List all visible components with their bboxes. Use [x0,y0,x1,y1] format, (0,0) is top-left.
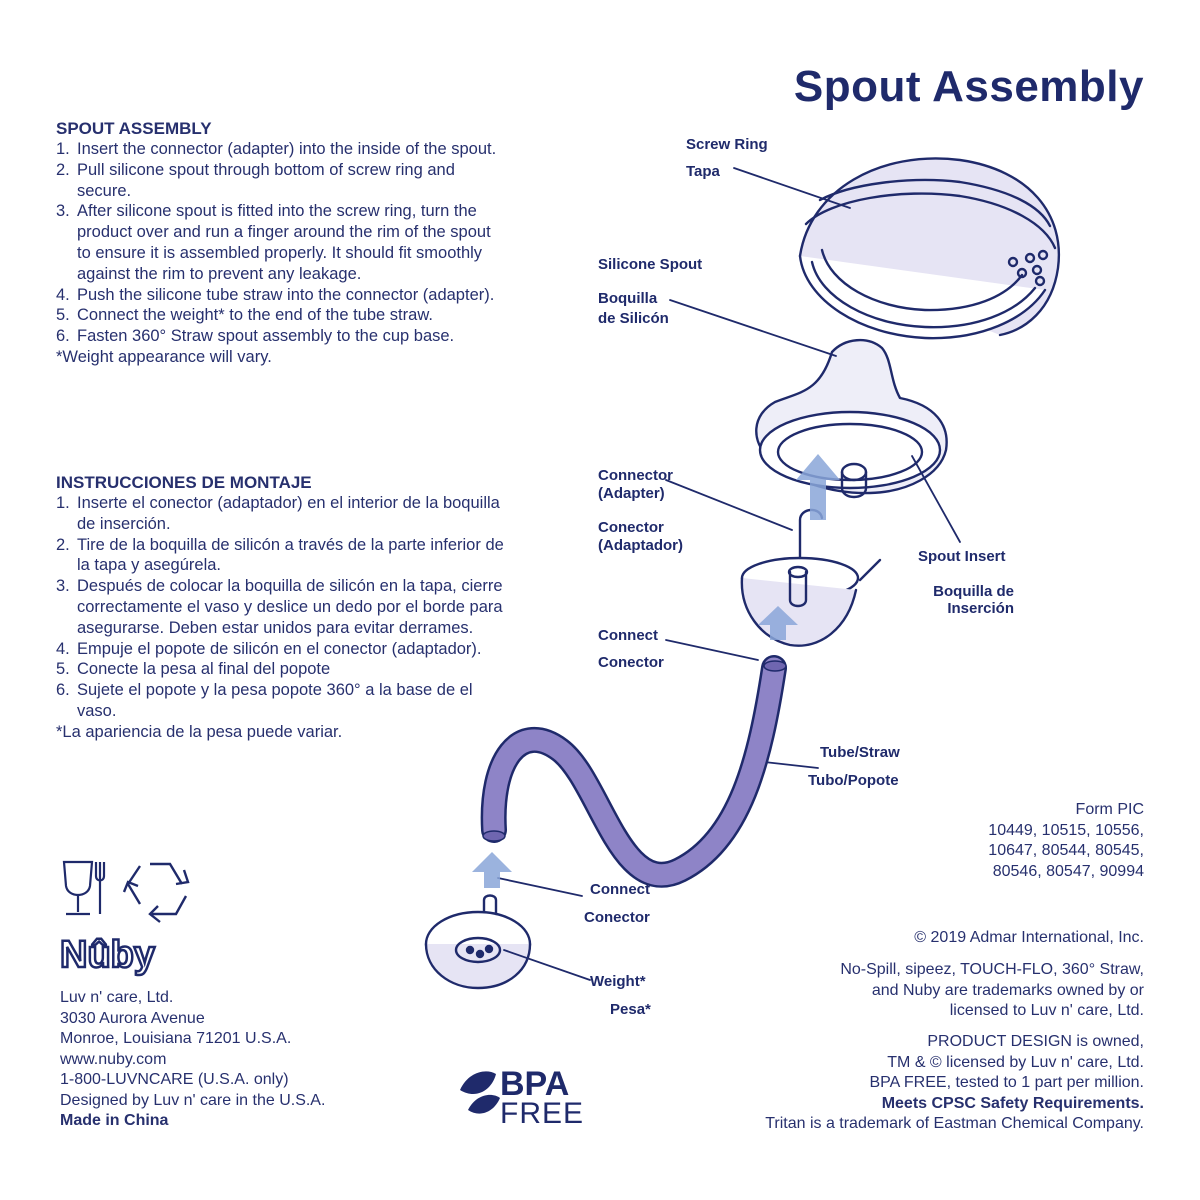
list-item: 3.After silicone spout is fitted into th… [56,202,491,283]
english-instructions: SPOUT ASSEMBLY 1.Insert the connector (a… [56,118,506,368]
label-tubo-popote: Tubo/Popote [808,772,899,789]
list-item: 2.Tire de la boquilla de silicón a travé… [56,535,504,575]
recycle-icon [122,862,190,923]
spanish-steps: 1.Inserte el conector (adaptador) en el … [56,493,506,722]
label-connect-top: Connect [598,627,658,644]
label-conector: Conector [598,519,664,536]
trademark-notice: No-Spill, sipeez, TOUCH-FLO, 360° Straw,… [840,961,1144,1019]
assembly-arrows [472,454,840,888]
list-item: 4.Empuje el popote de silicón en el cone… [56,639,482,658]
screw-ring-drawing [798,157,1061,340]
label-insercion: Inserción [947,600,1014,617]
label-spout-insert: Spout Insert [918,548,1006,565]
label-adapter: (Adapter) [598,485,665,502]
label-tapa: Tapa [686,163,720,180]
list-item: 5.Connect the weight* to the end of the … [56,306,433,325]
list-item: 6.Fasten 360° Straw spout assembly to th… [56,327,455,346]
brand-logo: Nûby [59,933,157,978]
label-silicone-spout: Silicone Spout [598,256,703,273]
english-steps: 1.Insert the connector (adapter) into th… [56,139,506,347]
label-adaptador: (Adaptador) [598,537,683,554]
list-item: 5.Conecte la pesa al final del popote [56,660,331,679]
label-tube-straw: Tube/Straw [820,744,900,761]
spanish-instructions: INSTRUCCIONES DE MONTAJE 1.Inserte el co… [56,472,506,743]
spanish-note: *La apariencia de la pesa puede variar. [56,722,343,741]
bpa-free-badge: BPA FREE [500,1065,585,1130]
list-item: 3.Después de colocar la boquilla de sili… [56,577,503,637]
product-design-notice: PRODUCT DESIGN is owned, TM & © licensed… [765,1033,1144,1132]
label-boquilla-de: Boquilla de [933,583,1014,600]
label-connect-bottom: Connect [590,881,650,898]
food-safe-icon [62,860,106,916]
label-connector: Connector [598,467,673,484]
english-heading: SPOUT ASSEMBLY [56,119,212,138]
english-note: *Weight appearance will vary. [56,347,272,366]
leaf-icon [460,1071,500,1114]
spanish-heading: INSTRUCCIONES DE MONTAJE [56,473,312,492]
connector-drawing [740,508,882,647]
copyright: © 2019 Admar International, Inc. [914,929,1144,946]
list-item: 4.Push the silicone tube straw into the … [56,285,495,304]
label-de-silicon: de Silicón [598,310,669,327]
label-conector-bottom: Conector [584,909,650,926]
leader-lines [497,167,961,981]
company-address: Luv n' care, Ltd. 3030 Aurora Avenue Mon… [60,989,326,1129]
label-boquilla: Boquilla [598,290,658,307]
label-weight: Weight* [590,973,646,990]
label-screw-ring: Screw Ring [686,136,768,153]
form-numbers: Form PIC 10449, 10515, 10556, 10647, 805… [988,801,1144,880]
page-title: Spout Assembly [793,62,1144,111]
label-conector-top: Conector [598,654,664,671]
list-item: 1.Inserte el conector (adaptador) en el … [56,494,500,533]
label-pesa: Pesa* [610,1001,651,1018]
weight-drawing [424,894,532,990]
tube-straw-drawing [480,655,787,888]
list-item: 1.Insert the connector (adapter) into th… [56,140,497,158]
list-item: 6.Sujete el popote y la pesa popote 360°… [56,681,473,720]
silicone-spout-drawing [755,339,948,499]
list-item: 2.Pull silicone spout through bottom of … [56,160,455,200]
